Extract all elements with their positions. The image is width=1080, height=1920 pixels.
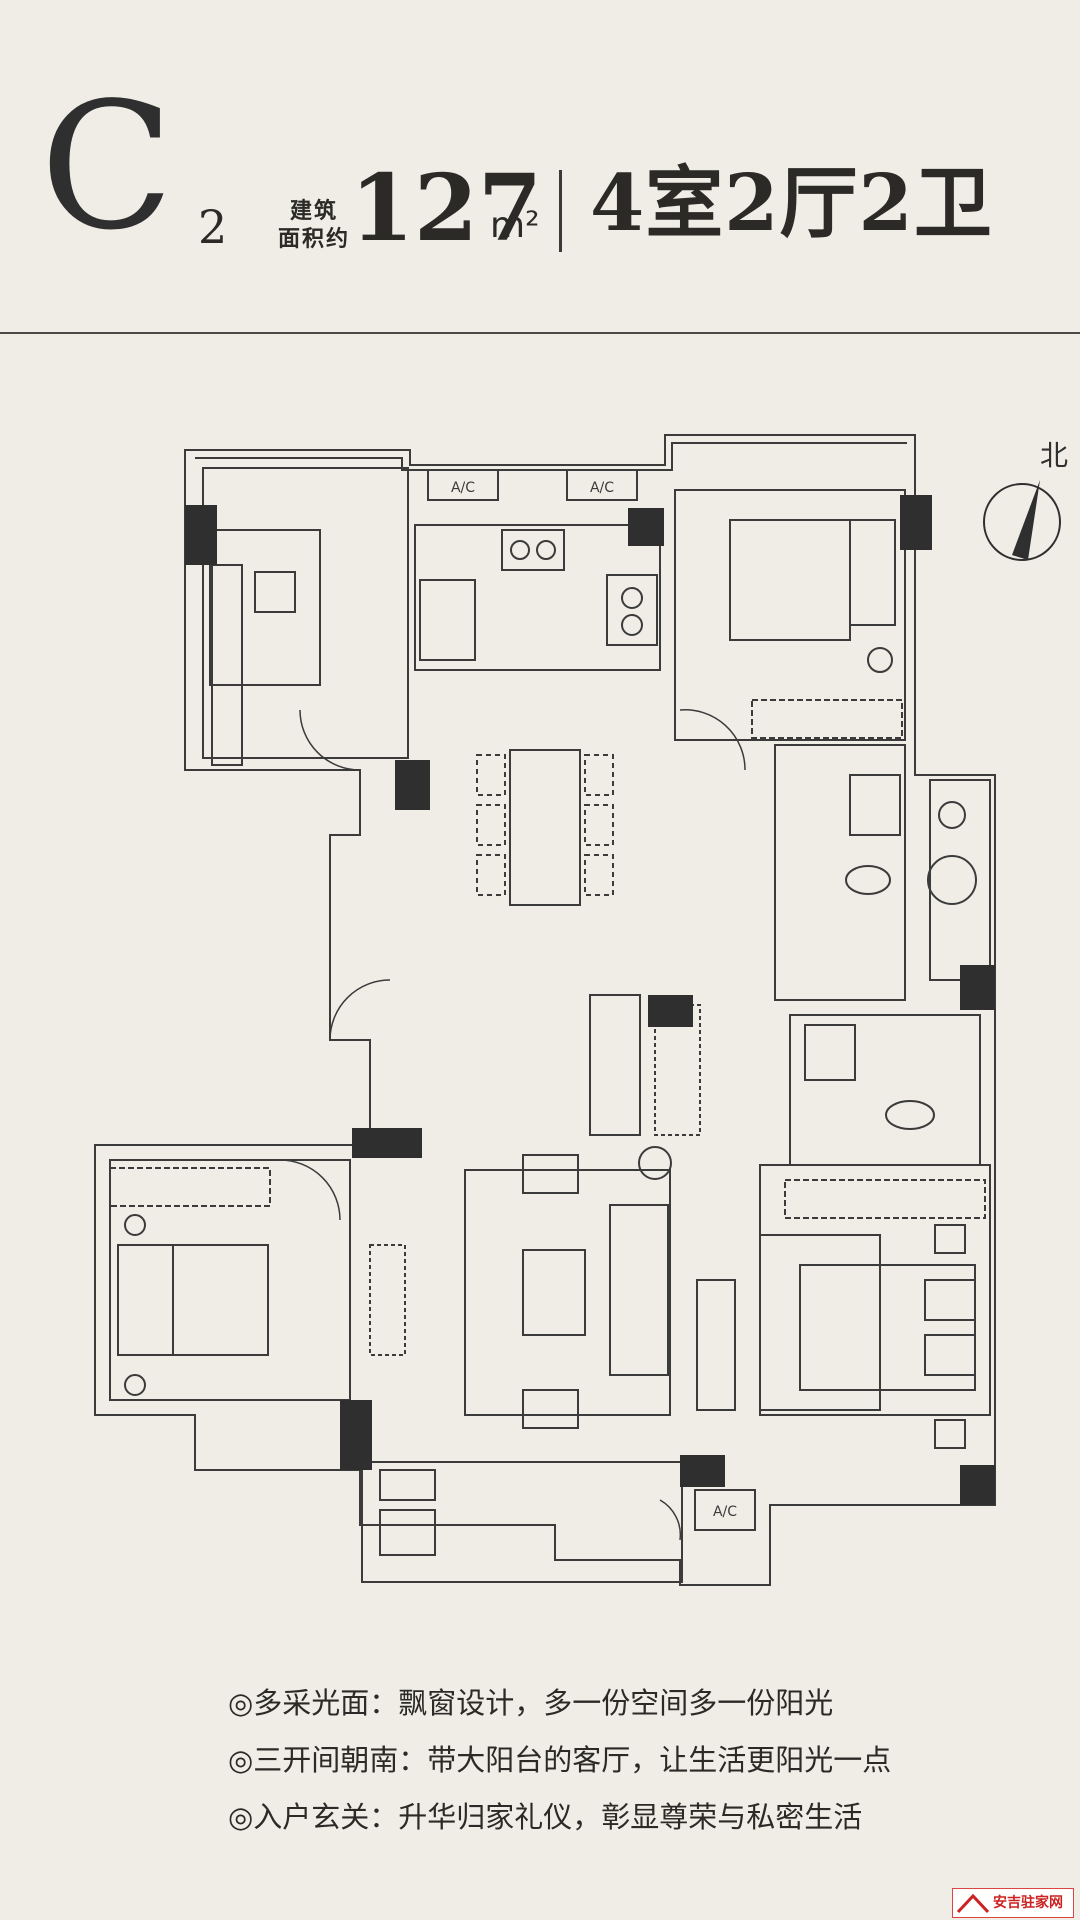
ac-label-2: A/C <box>590 480 614 496</box>
area-label: 建筑 面积约 <box>274 198 354 254</box>
area-label-line2: 面积约 <box>277 227 350 252</box>
dining-table <box>509 749 581 906</box>
watermark-text: 安吉驻家网 <box>993 1895 1063 1911</box>
bedroom-bottom-left <box>109 1159 351 1401</box>
living-room <box>464 1169 671 1416</box>
feature-2: ◎三开间朝南：带大阳台的客厅，让生活更阳光一点 <box>228 1743 892 1777</box>
ac-label-3: A/C <box>713 1504 737 1520</box>
ac-label-1: A/C <box>451 480 475 496</box>
balcony <box>361 1461 683 1583</box>
unit-type-subscript: 2 <box>198 200 228 254</box>
bedroom-top-left <box>202 467 409 759</box>
bathroom-1 <box>774 744 906 1001</box>
outer-wall <box>94 434 996 1586</box>
area-value: 127 <box>350 154 543 262</box>
kitchen <box>414 524 661 671</box>
room-layout: 4室2厅2卫 <box>590 158 993 249</box>
north-label: 北 <box>1040 439 1068 472</box>
north-compass-icon <box>983 480 1061 561</box>
house-icon <box>956 1893 990 1914</box>
feature-1: ◎多采光面：飘窗设计，多一份空间多一份阳光 <box>228 1686 834 1720</box>
bedroom-top-right <box>674 489 906 741</box>
area-label-line1: 建筑 <box>289 199 338 224</box>
unit-type-letter: C <box>40 66 174 269</box>
feature-3: ◎入户玄关：升华归家礼仪，彰显尊荣与私密生活 <box>228 1800 863 1834</box>
area-unit: m² <box>490 205 540 246</box>
header-separator <box>559 170 562 252</box>
master-bedroom <box>759 1164 991 1416</box>
header: C 2 建筑 面积约 127 m² 4室2厅2卫 <box>0 0 1080 335</box>
header-divider <box>0 332 1080 334</box>
watermark-logo: 安吉驻家网 <box>952 1888 1074 1918</box>
bathroom-2 <box>789 1014 981 1166</box>
